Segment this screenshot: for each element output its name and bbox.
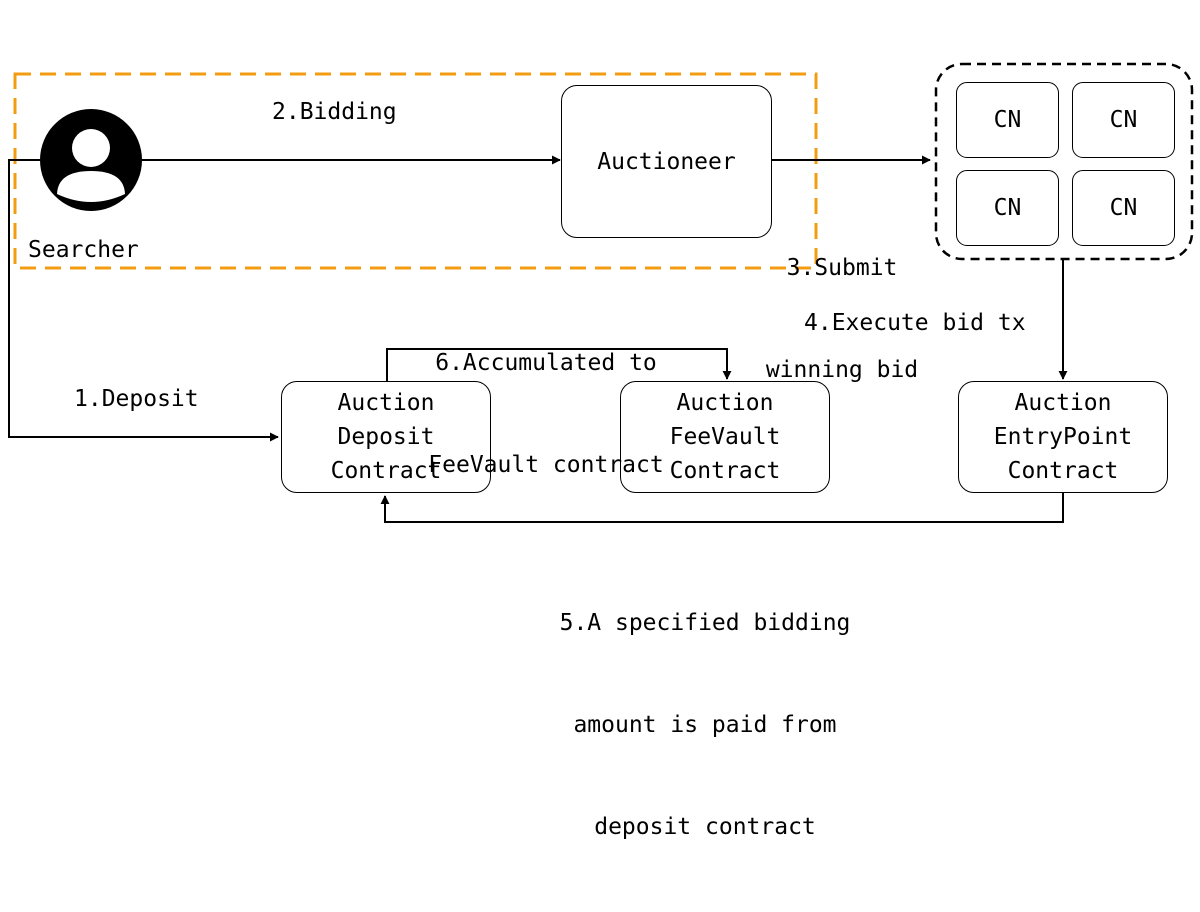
connector-layer	[8, 62, 1194, 523]
auction-entrypoint-contract-node: Auction EntryPoint Contract	[958, 381, 1168, 493]
label-line: FeeVault contract	[428, 452, 664, 478]
searcher-label: Searcher	[28, 237, 139, 263]
node-line: Auction	[676, 390, 774, 416]
node-line: FeeVault	[669, 424, 781, 450]
edge-label-bidding: 2.Bidding	[272, 99, 397, 125]
cn-node: CN	[1072, 170, 1175, 246]
label-line: winning bid	[765, 357, 919, 383]
diagram: Searcher Auctioneer CN CN CN CN Auction …	[8, 62, 1194, 840]
label-line: amount is paid from	[573, 712, 837, 738]
node-line: Contract	[669, 458, 781, 484]
node-line: Auction	[337, 390, 435, 416]
auction-deposit-contract-node: Auction Deposit Contract	[281, 381, 491, 493]
edge-deposit	[8, 159, 279, 442]
node-line: Contract	[330, 458, 442, 484]
label-line: 6.Accumulated to	[435, 350, 657, 376]
edge-label-execute: 4.Execute bid tx	[804, 310, 1026, 336]
edge-label-paid: 5.A specified bidding amount is paid fro…	[505, 538, 905, 912]
cn-node: CN	[956, 82, 1059, 158]
node-line: Deposit	[337, 424, 435, 450]
auction-feevault-contract-node: Auction FeeVault Contract	[620, 381, 830, 493]
edge-label-accumulated: 6.Accumulated to FeeVault contract	[396, 278, 696, 550]
edge-label-submit: 3.Submit winning bid	[752, 183, 932, 455]
cn-node: CN	[1072, 82, 1175, 158]
label-line: 5.A specified bidding	[559, 610, 851, 636]
label-line: deposit contract	[594, 814, 816, 840]
node-line: EntryPoint	[993, 424, 1133, 450]
searcher-auctioneer-group	[13, 72, 818, 270]
cn-label: CN	[993, 195, 1022, 221]
cn-label: CN	[993, 107, 1022, 133]
label-line: 3.Submit	[786, 255, 898, 281]
auctioneer-node: Auctioneer	[561, 85, 772, 238]
cn-node: CN	[956, 170, 1059, 246]
cn-label: CN	[1109, 107, 1138, 133]
cn-label: CN	[1109, 195, 1138, 221]
auctioneer-label: Auctioneer	[597, 148, 736, 175]
user-avatar-icon	[40, 109, 142, 211]
edge-accumulated	[386, 348, 732, 381]
node-line: Auction	[1014, 390, 1112, 416]
edge-label-deposit: 1.Deposit	[74, 386, 199, 412]
edge-paid	[380, 492, 1064, 523]
node-line: Contract	[1007, 458, 1119, 484]
